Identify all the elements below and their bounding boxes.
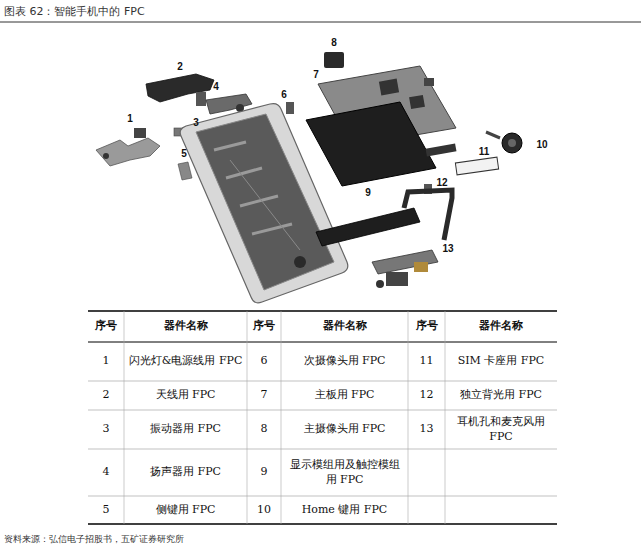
table-cell: 3	[88, 410, 124, 449]
antenna-flex	[146, 74, 214, 106]
table-cell: 4	[88, 449, 124, 496]
source-note: 资料来源：弘信电子招股书，五矿证券研究所	[4, 533, 184, 546]
table-cell: 扬声器用 FPC	[124, 449, 247, 496]
table-header: 器件名称	[281, 311, 408, 342]
flash-power-flex	[96, 128, 160, 166]
battery	[306, 102, 436, 186]
callout-number: 1	[127, 113, 133, 124]
table-cell: 13	[408, 410, 445, 449]
title-rule	[0, 22, 641, 23]
table-cell: 7	[247, 381, 281, 410]
table-header: 序号	[247, 311, 281, 342]
home-button	[486, 132, 522, 153]
table-cell: 主板用 FPC	[281, 381, 408, 410]
table-header: 器件名称	[124, 311, 247, 342]
figure-title: 图表 62：智能手机中的 FPC	[4, 4, 145, 19]
table-cell: 11	[408, 342, 445, 381]
callout-number: 6	[281, 89, 287, 100]
table-cell: 10	[247, 496, 281, 524]
callout-number: 12	[436, 177, 447, 188]
table-header: 序号	[408, 311, 445, 342]
table-cell: Home 键用 FPC	[281, 496, 408, 524]
table-cell: 9	[247, 449, 281, 496]
front-camera-flex	[286, 102, 294, 114]
table-cell: 6	[247, 342, 281, 381]
table-header: 序号	[88, 311, 124, 342]
callout-number: 13	[442, 243, 453, 254]
callout-number: 11	[479, 146, 490, 157]
table-cell: 闪光灯&电源线用 FPC	[124, 342, 247, 381]
table-cell: 振动器用 FPC	[124, 410, 247, 449]
side-key-flex	[178, 162, 192, 180]
callout-number: 3	[193, 117, 199, 128]
table-cell: 侧键用 FPC	[124, 496, 247, 524]
table-cell: 次摄像头用 FPC	[281, 342, 408, 381]
callout-number: 8	[331, 37, 337, 48]
callout-number: 10	[536, 139, 547, 150]
table-cell: 显示模组用及触控模组用 FPC	[281, 449, 408, 496]
callout-number: 9	[365, 187, 371, 198]
table-cell: 2	[88, 381, 124, 410]
table-cell: 独立背光用 FPC	[445, 381, 557, 410]
callout-number: 4	[213, 81, 219, 92]
table-cell: 8	[247, 410, 281, 449]
table-cell: 耳机孔和麦克风用 FPC	[445, 410, 557, 449]
dock-assembly	[316, 190, 452, 288]
table-cell: 主摄像头用 FPC	[281, 410, 408, 449]
table-rules	[88, 311, 557, 524]
callout-number: 7	[313, 69, 319, 80]
table-cell: 1	[88, 342, 124, 381]
sim-tray	[455, 157, 498, 175]
callout-number: 2	[177, 61, 183, 72]
table-cell: SIM 卡座用 FPC	[445, 342, 557, 381]
main-camera	[324, 52, 344, 68]
table-cell: 天线用 FPC	[124, 381, 247, 410]
table-cell: 12	[408, 381, 445, 410]
sim-connector	[426, 143, 457, 156]
table-header: 器件名称	[445, 311, 557, 342]
callout-number: 5	[181, 148, 187, 159]
table-cell: 5	[88, 496, 124, 524]
